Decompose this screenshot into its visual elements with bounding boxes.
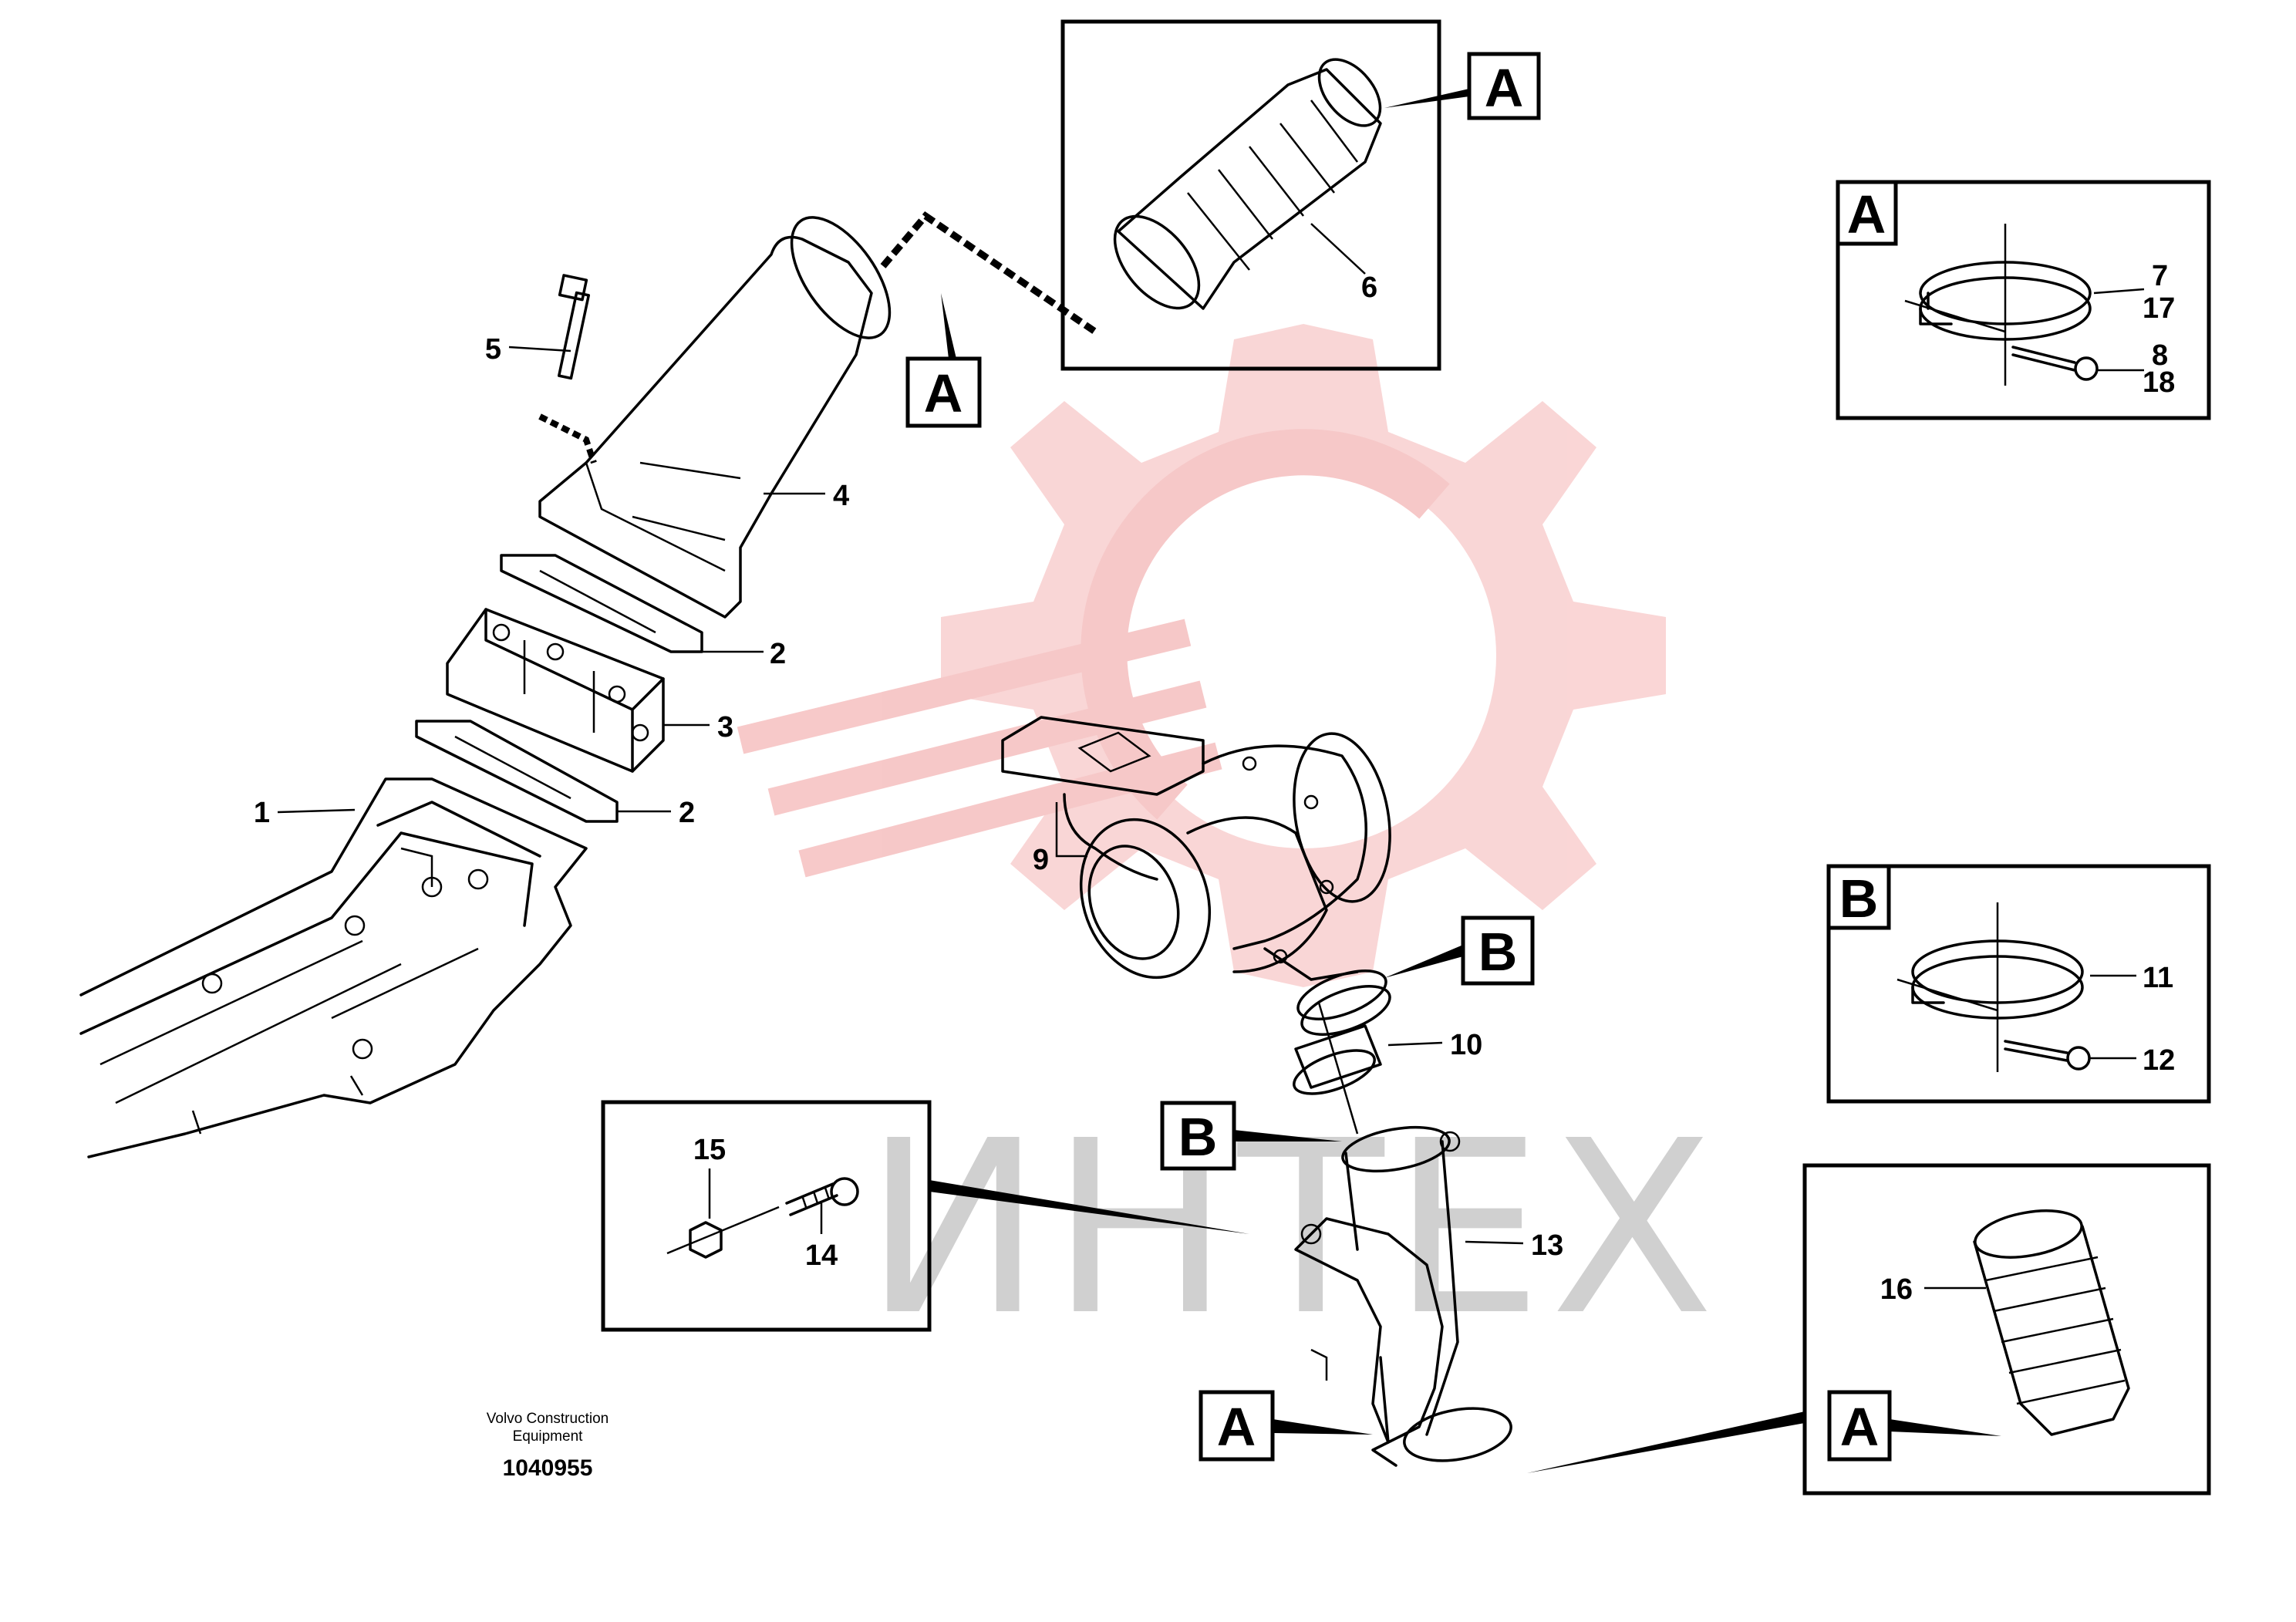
svg-text:B: B bbox=[1839, 868, 1879, 929]
watermark-text: ИНТЕХ bbox=[864, 1090, 1722, 1368]
callout-a-inset1: A bbox=[1836, 180, 1898, 246]
leader-5 bbox=[508, 346, 571, 352]
caption-line-2: Equipment bbox=[513, 1428, 584, 1445]
label-part-15: 15 bbox=[693, 1134, 726, 1166]
wedge-leader-left bbox=[929, 1180, 1249, 1234]
callout-b-inset: B bbox=[1826, 864, 1891, 930]
inset-box-hose bbox=[1060, 19, 1441, 371]
leader-6 bbox=[1310, 223, 1366, 275]
bolt-part-12 bbox=[2004, 1040, 2091, 1071]
watermark-gear-logo bbox=[737, 324, 1666, 987]
exhaust-manifold-part bbox=[79, 777, 588, 1158]
turbocharger-part bbox=[1001, 716, 1391, 981]
callout-a-inset2: A bbox=[1827, 1390, 2001, 1462]
label-part-4: 4 bbox=[833, 480, 849, 512]
bolt-part-5 bbox=[557, 274, 591, 380]
callout-a-mid: A bbox=[905, 293, 982, 428]
clamp-part-7 bbox=[1904, 224, 2092, 386]
svg-text:A: A bbox=[1847, 184, 1886, 244]
bolt-dashed-leader bbox=[538, 413, 597, 464]
label-part-2b: 2 bbox=[679, 797, 695, 829]
clamp-part-11 bbox=[1896, 902, 2084, 1072]
svg-text:B: B bbox=[1178, 1107, 1218, 1167]
hose-part-10 bbox=[1293, 969, 1391, 1135]
label-part-6: 6 bbox=[1361, 271, 1377, 304]
document-number: 1040955 bbox=[503, 1455, 593, 1481]
flange-block-part bbox=[446, 608, 665, 773]
label-part-3: 3 bbox=[717, 711, 733, 744]
svg-text:A: A bbox=[1840, 1397, 1880, 1457]
leader-7 bbox=[2093, 288, 2145, 295]
label-part-16: 16 bbox=[1880, 1273, 1913, 1306]
leader-13 bbox=[1465, 1240, 1524, 1245]
label-part-10: 10 bbox=[1450, 1029, 1482, 1061]
label-part-11: 11 bbox=[2143, 962, 2173, 994]
callout-a-top: A bbox=[1384, 52, 1541, 120]
label-part-12: 12 bbox=[2143, 1044, 2175, 1077]
label-part-9: 9 bbox=[1033, 844, 1049, 876]
label-part-18: 18 bbox=[2143, 366, 2175, 399]
label-part-13: 13 bbox=[1531, 1229, 1563, 1262]
label-part-1: 1 bbox=[254, 797, 270, 829]
label-part-17: 17 bbox=[2143, 292, 2175, 325]
inset-box-clamp-b bbox=[1826, 864, 2211, 1104]
svg-text:B: B bbox=[1478, 922, 1518, 982]
inset-box-fasteners bbox=[601, 1100, 932, 1332]
callout-a-bottom: A bbox=[1199, 1390, 1373, 1462]
label-part-7: 7 bbox=[2152, 260, 2168, 292]
callout-b-pipe: B bbox=[1160, 1101, 1342, 1171]
bellows-hose-part-6 bbox=[1113, 58, 1382, 310]
gasket-upper-part bbox=[500, 554, 703, 653]
leader-9 bbox=[1055, 802, 1087, 858]
label-part-5: 5 bbox=[485, 333, 501, 366]
inset-box-hose-16 bbox=[1802, 1163, 2211, 1496]
gasket-lower-part bbox=[415, 720, 619, 823]
pipe-dashed-leader bbox=[880, 211, 1097, 335]
label-part-8: 8 bbox=[2152, 339, 2168, 372]
inset-box-clamp-a bbox=[1836, 180, 2211, 420]
callout-b-turbo: B bbox=[1384, 916, 1535, 986]
wedge-leader-right bbox=[1527, 1411, 1805, 1473]
elbow-pipe-part bbox=[538, 216, 892, 619]
bolt-part-8 bbox=[2011, 346, 2099, 381]
nut-part-15 bbox=[666, 1206, 780, 1259]
outlet-pipe-part bbox=[1294, 1125, 1512, 1467]
svg-text:A: A bbox=[1217, 1397, 1256, 1457]
bellows-hose-part-16 bbox=[1973, 1209, 2130, 1436]
svg-text:A: A bbox=[924, 363, 963, 423]
leader-10 bbox=[1387, 1041, 1443, 1047]
label-part-14: 14 bbox=[805, 1239, 838, 1272]
bolt-part-14 bbox=[785, 1177, 859, 1216]
svg-text:A: A bbox=[1485, 58, 1524, 118]
caption-line-1: Volvo Construction bbox=[487, 1411, 609, 1427]
label-part-2a: 2 bbox=[770, 638, 786, 670]
leader-1 bbox=[277, 808, 356, 814]
